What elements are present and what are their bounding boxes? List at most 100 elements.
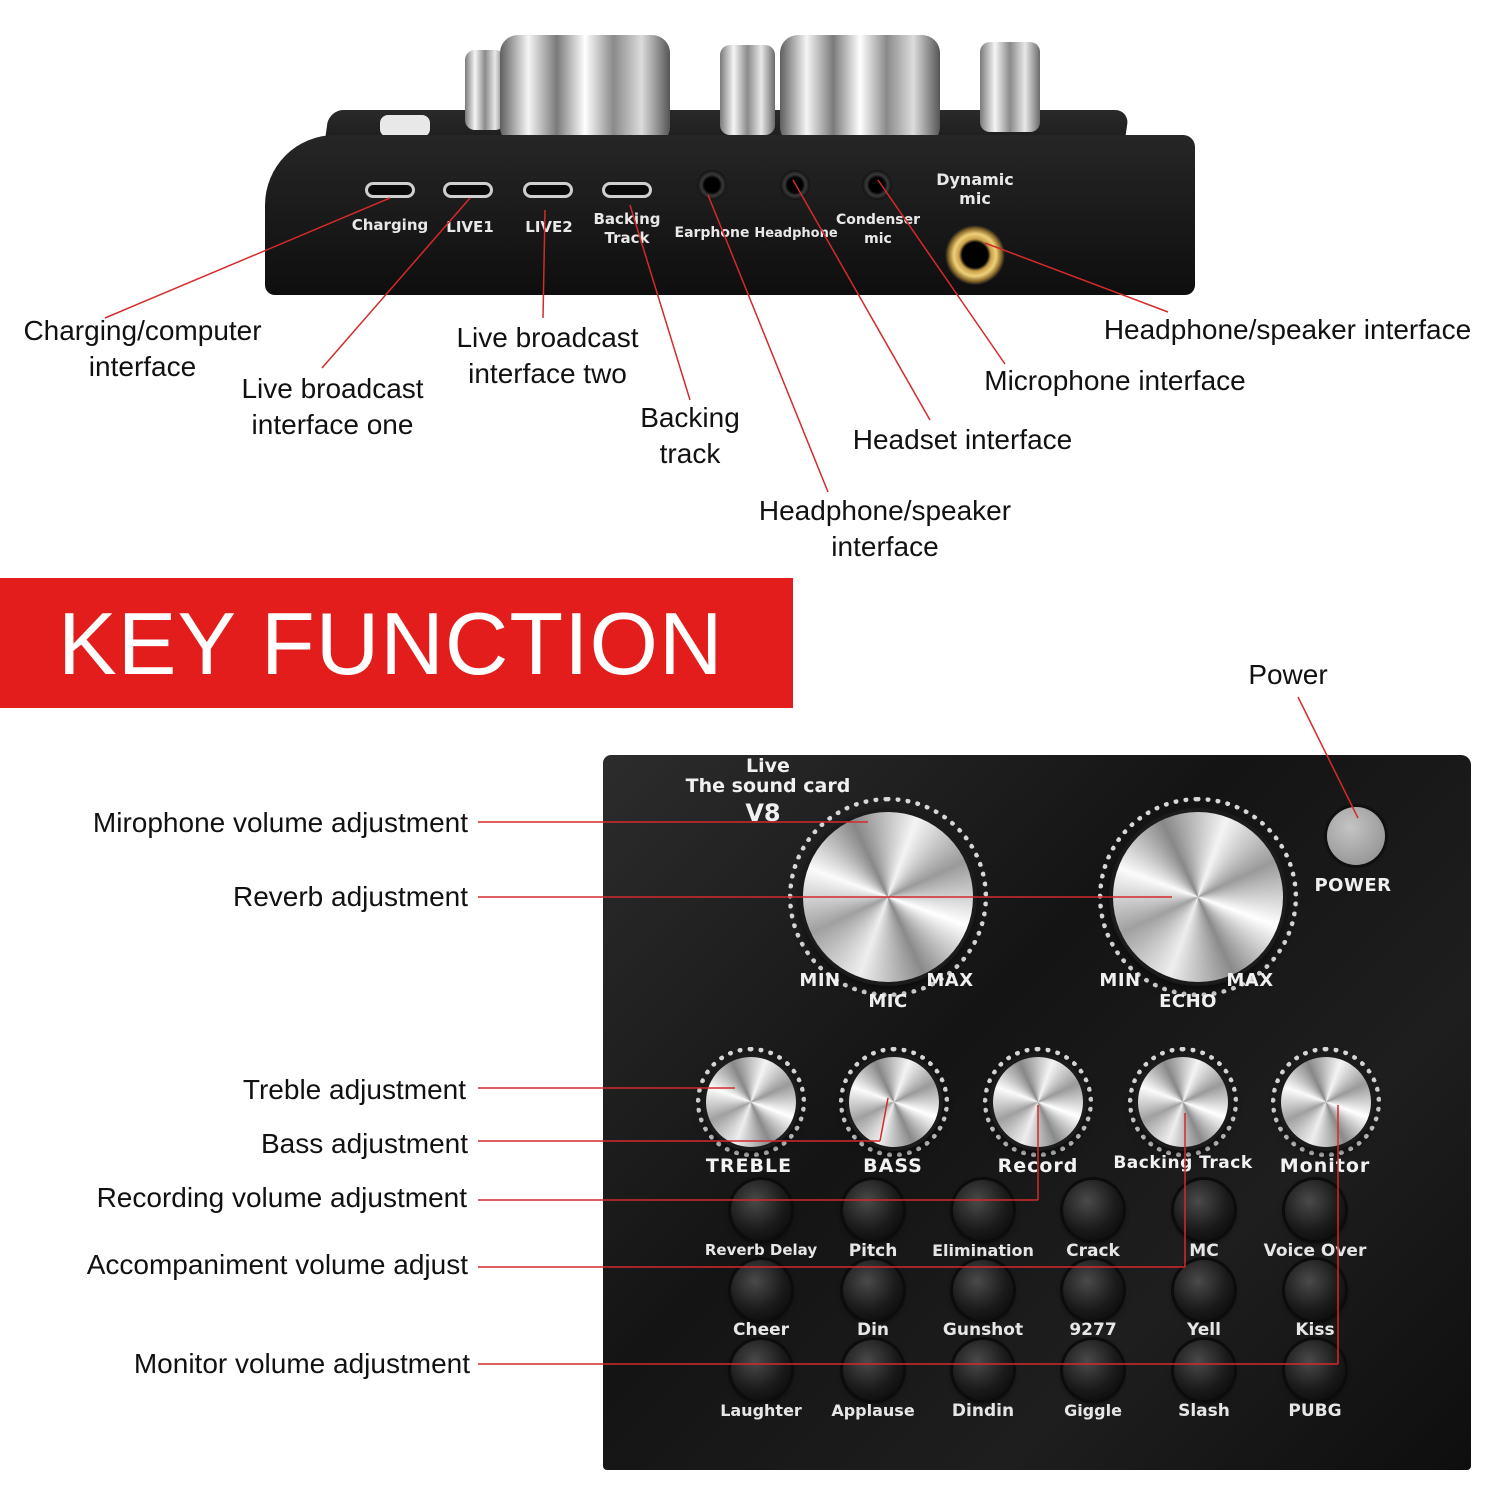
crack-label: Crack <box>1066 1241 1120 1261</box>
kiss-button[interactable] <box>1285 1260 1345 1320</box>
backing-track-knob[interactable] <box>1138 1057 1228 1147</box>
live2-port <box>523 182 573 198</box>
dindin-button[interactable] <box>953 1340 1013 1400</box>
monitor-label: Monitor <box>1279 1155 1371 1177</box>
backing-track-label: Backing Track <box>1113 1153 1253 1173</box>
condenser-mic-jack <box>862 170 892 200</box>
pubg-label: PUBG <box>1288 1401 1342 1421</box>
device-side-view: Charging LIVE1 LIVE2 Backing Track Earph… <box>265 30 1195 300</box>
mic-label: MIC <box>868 991 908 1012</box>
charging-port <box>365 182 415 198</box>
power-label: POWER <box>1314 875 1392 896</box>
port-label-dynamic-mic: Dynamic mic <box>936 170 1014 208</box>
applause-button[interactable] <box>843 1340 903 1400</box>
pubg-button[interactable] <box>1285 1340 1345 1400</box>
top-knob-small-2 <box>720 45 775 135</box>
port-label-earphone: Earphone <box>674 225 750 241</box>
callout-backing-track: Backing track <box>640 402 740 469</box>
port-label-live2: LIVE2 <box>525 218 573 236</box>
treble-knob-scale <box>696 1047 806 1157</box>
dynamic-mic-jack <box>945 225 1005 285</box>
live1-port <box>443 182 493 198</box>
bottom-leader-lines <box>478 696 1359 1365</box>
bass-knob-scale <box>839 1047 949 1157</box>
mic-max-label: MAX <box>926 970 974 991</box>
9277-button[interactable] <box>1063 1260 1123 1320</box>
monitor-knob-scale <box>1271 1047 1381 1157</box>
cheer-button[interactable] <box>731 1260 791 1320</box>
yell-button[interactable] <box>1174 1260 1234 1320</box>
port-label-charging: Charging <box>351 216 429 234</box>
applause-label: Applause <box>831 1401 915 1420</box>
callout-accompaniment: Accompaniment volume adjust <box>86 1249 468 1280</box>
power-button[interactable] <box>1327 807 1385 865</box>
key-function-banner: KEY FUNCTION <box>0 578 793 708</box>
echo-max-label: MAX <box>1226 970 1274 991</box>
top-leader-lines <box>104 179 1169 493</box>
top-knob-large-2 <box>780 35 940 145</box>
elimination-label: Elimination <box>932 1241 1034 1260</box>
crack-button[interactable] <box>1063 1180 1123 1240</box>
top-knob-large-1 <box>500 35 670 145</box>
device-brand-line2: The sound card <box>685 775 851 797</box>
cheer-label: Cheer <box>732 1320 790 1340</box>
giggle-label: Giggle <box>1064 1401 1122 1420</box>
slash-button[interactable] <box>1174 1340 1234 1400</box>
gunshot-button[interactable] <box>953 1260 1013 1320</box>
backing-track-knob-scale <box>1128 1047 1238 1157</box>
treble-label: TREBLE <box>705 1155 793 1177</box>
mc-button[interactable] <box>1174 1180 1234 1240</box>
laughter-button[interactable] <box>731 1340 791 1400</box>
dindin-label: Dindin <box>951 1401 1015 1421</box>
laughter-label: Laughter <box>720 1401 802 1420</box>
monitor-knob[interactable] <box>1281 1057 1371 1147</box>
gunshot-label: Gunshot <box>942 1320 1024 1340</box>
yell-label: Yell <box>1187 1320 1221 1340</box>
callout-treble: Treble adjustment <box>242 1074 466 1105</box>
earphone-jack <box>697 170 727 200</box>
banner-title: KEY FUNCTION <box>58 594 724 693</box>
din-label: Din <box>856 1320 890 1340</box>
kiss-label: Kiss <box>1295 1320 1335 1340</box>
pitch-label: Pitch <box>848 1241 898 1261</box>
pitch-button[interactable] <box>843 1180 903 1240</box>
bass-knob[interactable] <box>849 1057 939 1147</box>
callout-power: Power <box>1248 659 1328 690</box>
backing-track-port <box>602 182 652 198</box>
callout-mic-volume: Mirophone volume adjustment <box>92 807 468 838</box>
reverb-delay-button[interactable] <box>731 1180 791 1240</box>
callout-headset: Headset interface <box>852 424 1073 455</box>
top-power-button <box>380 115 430 137</box>
slash-label: Slash <box>1178 1401 1230 1421</box>
giggle-button[interactable] <box>1063 1340 1123 1400</box>
device-front-panel: Live The sound card V8 POWER MIN MAX MIC… <box>603 755 1471 1470</box>
elimination-button[interactable] <box>953 1180 1013 1240</box>
bass-label: BASS <box>863 1155 923 1177</box>
device-brand-line1: Live <box>746 755 790 777</box>
voice-over-button[interactable] <box>1285 1180 1345 1240</box>
port-label-live1: LIVE1 <box>446 218 494 236</box>
callout-microphone: Microphone interface <box>984 365 1246 396</box>
callout-monitor: Monitor volume adjustment <box>133 1348 470 1379</box>
top-knob-small-1 <box>465 50 505 130</box>
port-label-headphone: Headphone <box>754 226 838 241</box>
voice-over-label: Voice Over <box>1263 1241 1367 1261</box>
callout-dynamic-mic: Headphone/speaker interface <box>1103 314 1472 345</box>
mic-min-label: MIN <box>799 970 841 991</box>
treble-knob[interactable] <box>706 1057 796 1147</box>
callout-live-one: Live broadcast interface one <box>241 373 424 440</box>
callout-earphone: Headphone/speaker interface <box>758 495 1012 562</box>
top-knob-small-3 <box>980 42 1040 132</box>
callout-reverb: Reverb adjustment <box>232 881 468 912</box>
9277-label: 9277 <box>1069 1320 1117 1340</box>
callout-bass: Bass adjustment <box>261 1128 468 1159</box>
reverb-delay-label: Reverb Delay <box>704 1241 818 1259</box>
din-button[interactable] <box>843 1260 903 1320</box>
mc-label: MC <box>1189 1241 1219 1261</box>
echo-min-label: MIN <box>1099 970 1141 991</box>
callout-record: Recording volume adjustment <box>96 1182 467 1213</box>
echo-label: ECHO <box>1159 991 1217 1012</box>
callout-live-two: Live broadcast interface two <box>456 322 639 389</box>
device-port-face <box>265 135 1195 295</box>
callout-charging: Charging/computer interface <box>23 315 262 382</box>
